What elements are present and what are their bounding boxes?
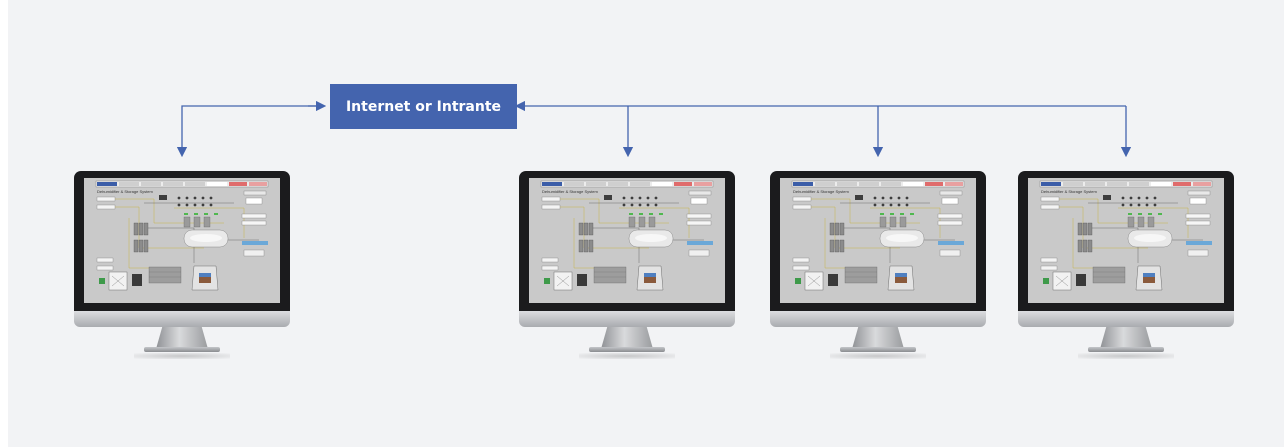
monitor-chin	[1018, 311, 1234, 327]
monitor-3: Dehumidifier & Storage System	[770, 171, 986, 361]
hmi-process-diagram: Dehumidifier & Storage System	[780, 178, 976, 303]
monitor-foot	[144, 347, 220, 352]
screen-title: Dehumidifier & Storage System	[542, 189, 598, 194]
monitor-screen: Dehumidifier & Storage System	[84, 178, 280, 303]
connection-lines	[176, 100, 1132, 158]
diagram-canvas: Internet or Intrante Dehumidifier & Stor…	[8, 0, 1284, 447]
monitor-stand	[156, 327, 208, 349]
network-label: Internet or Intrante	[345, 98, 502, 115]
hmi-process-diagram: Dehumidifier & Storage System	[529, 178, 725, 303]
monitor-4: Dehumidifier & Storage System	[1018, 171, 1234, 361]
connector-monitor-1	[176, 105, 321, 158]
monitor-2: Dehumidifier & Storage System	[519, 171, 735, 361]
monitor-chin	[74, 311, 290, 327]
monitor-chin	[519, 311, 735, 327]
screen-title: Dehumidifier & Storage System	[1041, 189, 1097, 194]
monitor-foot	[840, 347, 916, 352]
monitor-foot	[589, 347, 665, 352]
monitor-bezel: Dehumidifier & Storage System	[74, 171, 290, 311]
network-node: Internet or Intrante	[330, 84, 517, 129]
monitor-foot	[1088, 347, 1164, 352]
monitor-stand	[1100, 327, 1152, 349]
monitor-bezel: Dehumidifier & Storage System	[770, 171, 986, 311]
monitor-screen: Dehumidifier & Storage System	[529, 178, 725, 303]
monitor-screen: Dehumidifier & Storage System	[1028, 178, 1224, 303]
screen-title: Dehumidifier & Storage System	[793, 189, 849, 194]
monitor-bezel: Dehumidifier & Storage System	[1018, 171, 1234, 311]
monitor-1: Dehumidifier & Storage System	[74, 171, 290, 361]
monitor-chin	[770, 311, 986, 327]
screen-title: Dehumidifier & Storage System	[97, 189, 153, 194]
hmi-process-diagram: Dehumidifier & Storage System	[1028, 178, 1224, 303]
monitor-stand	[601, 327, 653, 349]
monitor-stand	[852, 327, 904, 349]
monitor-screen: Dehumidifier & Storage System	[780, 178, 976, 303]
hmi-process-diagram: Dehumidifier & Storage System	[84, 178, 280, 303]
monitor-bezel: Dehumidifier & Storage System	[519, 171, 735, 311]
